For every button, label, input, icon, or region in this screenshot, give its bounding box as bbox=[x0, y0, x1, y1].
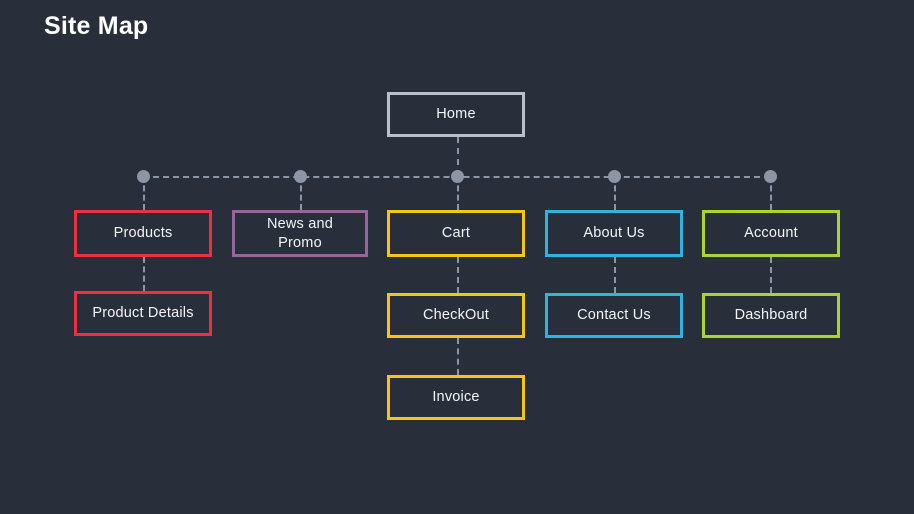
connector-checkout-to-invoice bbox=[457, 338, 459, 375]
connector-bus-to-news bbox=[300, 176, 302, 210]
node-label: Product Details bbox=[92, 305, 194, 322]
node-label: About Us bbox=[583, 225, 645, 242]
node-account[interactable]: Account bbox=[702, 210, 840, 257]
connector-cart-to-checkout bbox=[457, 257, 459, 293]
connector-products-to-details bbox=[143, 257, 145, 291]
connector-bus-to-cart bbox=[457, 176, 459, 210]
node-label: Products bbox=[113, 225, 173, 242]
connector-bus-to-account bbox=[770, 176, 772, 210]
dot-cart bbox=[450, 169, 464, 183]
node-contact-us[interactable]: Contact Us bbox=[545, 293, 683, 338]
node-dashboard[interactable]: Dashboard bbox=[702, 293, 840, 338]
node-cart[interactable]: Cart bbox=[387, 210, 525, 257]
node-products[interactable]: Products bbox=[74, 210, 212, 257]
connector-bus-to-products bbox=[143, 176, 145, 210]
node-news-promo[interactable]: News and Promo bbox=[232, 210, 368, 257]
node-product-details[interactable]: Product Details bbox=[74, 291, 212, 336]
node-checkout[interactable]: CheckOut bbox=[387, 293, 525, 338]
connector-home-to-bus bbox=[457, 137, 459, 176]
connector-bus-to-about bbox=[614, 176, 616, 210]
node-label: CheckOut bbox=[422, 307, 490, 324]
node-invoice[interactable]: Invoice bbox=[387, 375, 525, 420]
node-label: Home bbox=[436, 106, 476, 123]
connector-account-to-dashboard bbox=[770, 257, 772, 293]
node-about-us[interactable]: About Us bbox=[545, 210, 683, 257]
dot-account bbox=[763, 169, 777, 183]
node-label: Cart bbox=[441, 225, 471, 242]
node-label: Contact Us bbox=[577, 307, 651, 324]
dot-products bbox=[136, 169, 150, 183]
node-label: Account bbox=[744, 225, 798, 242]
node-label: Dashboard bbox=[734, 307, 808, 324]
node-home[interactable]: Home bbox=[387, 92, 525, 137]
connector-about-to-contact bbox=[614, 257, 616, 293]
node-label: Invoice bbox=[432, 389, 480, 406]
dot-news bbox=[293, 169, 307, 183]
dot-about bbox=[607, 169, 621, 183]
page-title: Site Map bbox=[44, 12, 149, 40]
node-label: News and Promo bbox=[266, 216, 334, 251]
